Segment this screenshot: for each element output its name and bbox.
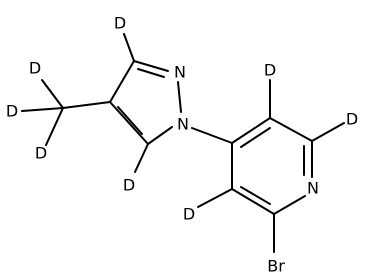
bond-ch3-d3 [45, 107, 64, 146]
atom-labels: D N N D D D D D D N D Br [6, 14, 358, 276]
bonds [21, 33, 345, 253]
atom-d-methyl-1: D [29, 59, 41, 78]
bond-n-c2 [273, 195, 306, 215]
bond-n1-pyridine [191, 127, 233, 144]
bond-c2-c3 [231, 188, 275, 215]
atom-n-pyrazole-n1: N [177, 115, 189, 134]
atom-d-pyrazole-c5: D [123, 176, 135, 195]
atom-n-pyridine: N [307, 179, 319, 198]
atom-d-pyrazole-c3: D [114, 14, 126, 33]
bond-ch3-d2 [21, 107, 64, 112]
bond-ch3-d1 [41, 79, 64, 109]
bond-pyr-c3-d [197, 188, 233, 208]
bond-c4-c5-double [240, 127, 271, 148]
bond-c5-c4 [109, 101, 149, 145]
atom-d-pyridine-c5: D [264, 61, 276, 80]
atom-br: Br [267, 257, 285, 276]
atom-n-pyrazole-n2: N [174, 63, 186, 82]
bond-n1-c5 [147, 126, 173, 145]
atom-d-methyl-3: D [35, 144, 47, 163]
atom-d-pyridine-c6: D [346, 110, 358, 129]
bond-c5-c6 [269, 117, 313, 142]
bond-c2-c3-double [240, 186, 271, 205]
bond-c3-n2 [133, 60, 169, 72]
bond-c3-d [123, 33, 135, 62]
bond-c4-c5 [231, 117, 271, 144]
atom-d-methyl-2: D [6, 102, 18, 121]
atom-d-pyridine-c3: D [183, 205, 195, 224]
bond-c3-n2-double [137, 68, 165, 78]
bond-pyr-c6-d [311, 122, 345, 142]
bond-c5-c4-double [117, 106, 143, 135]
bond-n2-n1 [177, 81, 182, 113]
bond-c4-ch3 [62, 101, 111, 109]
bond-c4-c3 [109, 60, 135, 103]
bond-c5-d [134, 143, 149, 173]
